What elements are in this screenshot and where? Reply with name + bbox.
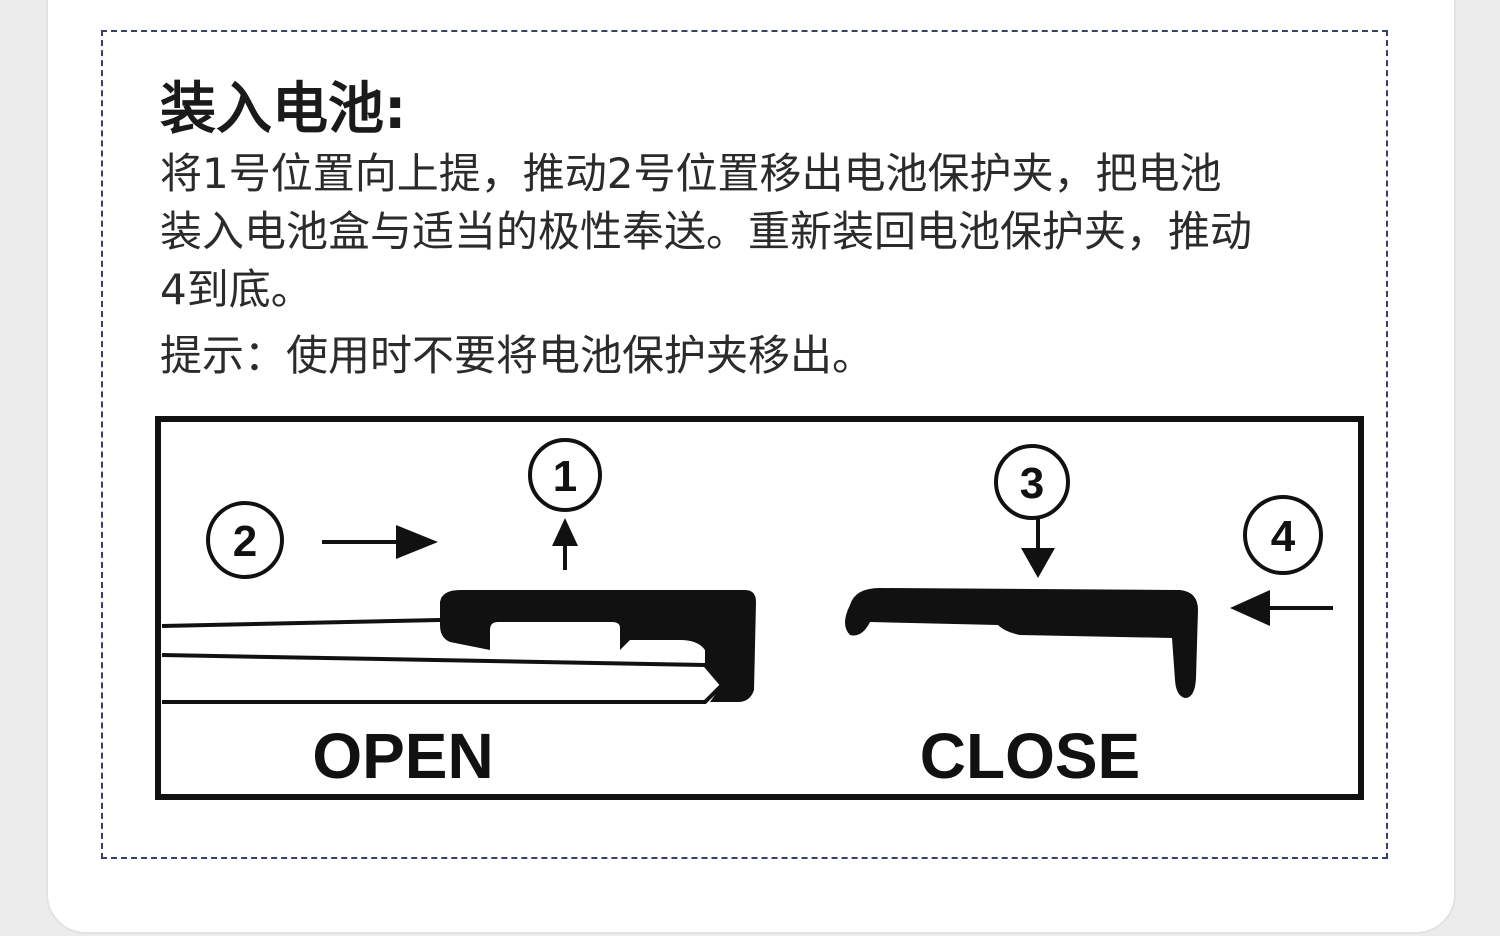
step-1-number: 1 <box>553 452 577 501</box>
step-4-circle <box>1243 495 1323 575</box>
content-card <box>46 0 1456 934</box>
open-clip <box>440 590 756 702</box>
rail-top <box>161 618 441 628</box>
rail-bottom <box>161 653 725 704</box>
arrow-left-head <box>1230 590 1270 626</box>
step-1-circle <box>528 438 602 512</box>
step-3-number: 3 <box>1020 459 1044 508</box>
step-2-circle <box>206 501 284 579</box>
arrow-right-head <box>396 525 438 559</box>
dashed-frame <box>101 30 1388 859</box>
close-label: CLOSE <box>920 720 1140 792</box>
instruction-text: 将1号位置向上提，推动2号位置移出电池保护夹，把电池 装入电池盒与适当的极性奉送… <box>160 145 1350 319</box>
step-3-circle <box>994 444 1070 520</box>
instruction-line: 装入电池盒与适当的极性奉送。重新装回电池保护夹，推动 <box>160 207 1253 256</box>
arrow-down-head <box>1021 548 1055 578</box>
close-clip <box>845 588 1198 698</box>
step-2-number: 2 <box>233 517 257 566</box>
tip-text: 提示：使用时不要将电池保护夹移出。 <box>160 331 875 380</box>
battery-clip-diagram: 2 1 OPEN 3 4 CLOSE <box>150 410 1370 810</box>
diagram-svg: 2 1 OPEN 3 4 CLOSE <box>155 416 1364 800</box>
instruction-line: 将1号位置向上提，推动2号位置移出电池保护夹，把电池 <box>160 149 1222 198</box>
open-label: OPEN <box>312 720 493 792</box>
step-4-number: 4 <box>1271 512 1296 561</box>
diagram-border <box>155 416 1364 800</box>
instruction-line: 4到底。 <box>160 265 313 314</box>
section-heading: 装入电池: <box>160 77 407 142</box>
arrow-up-head <box>552 518 578 546</box>
